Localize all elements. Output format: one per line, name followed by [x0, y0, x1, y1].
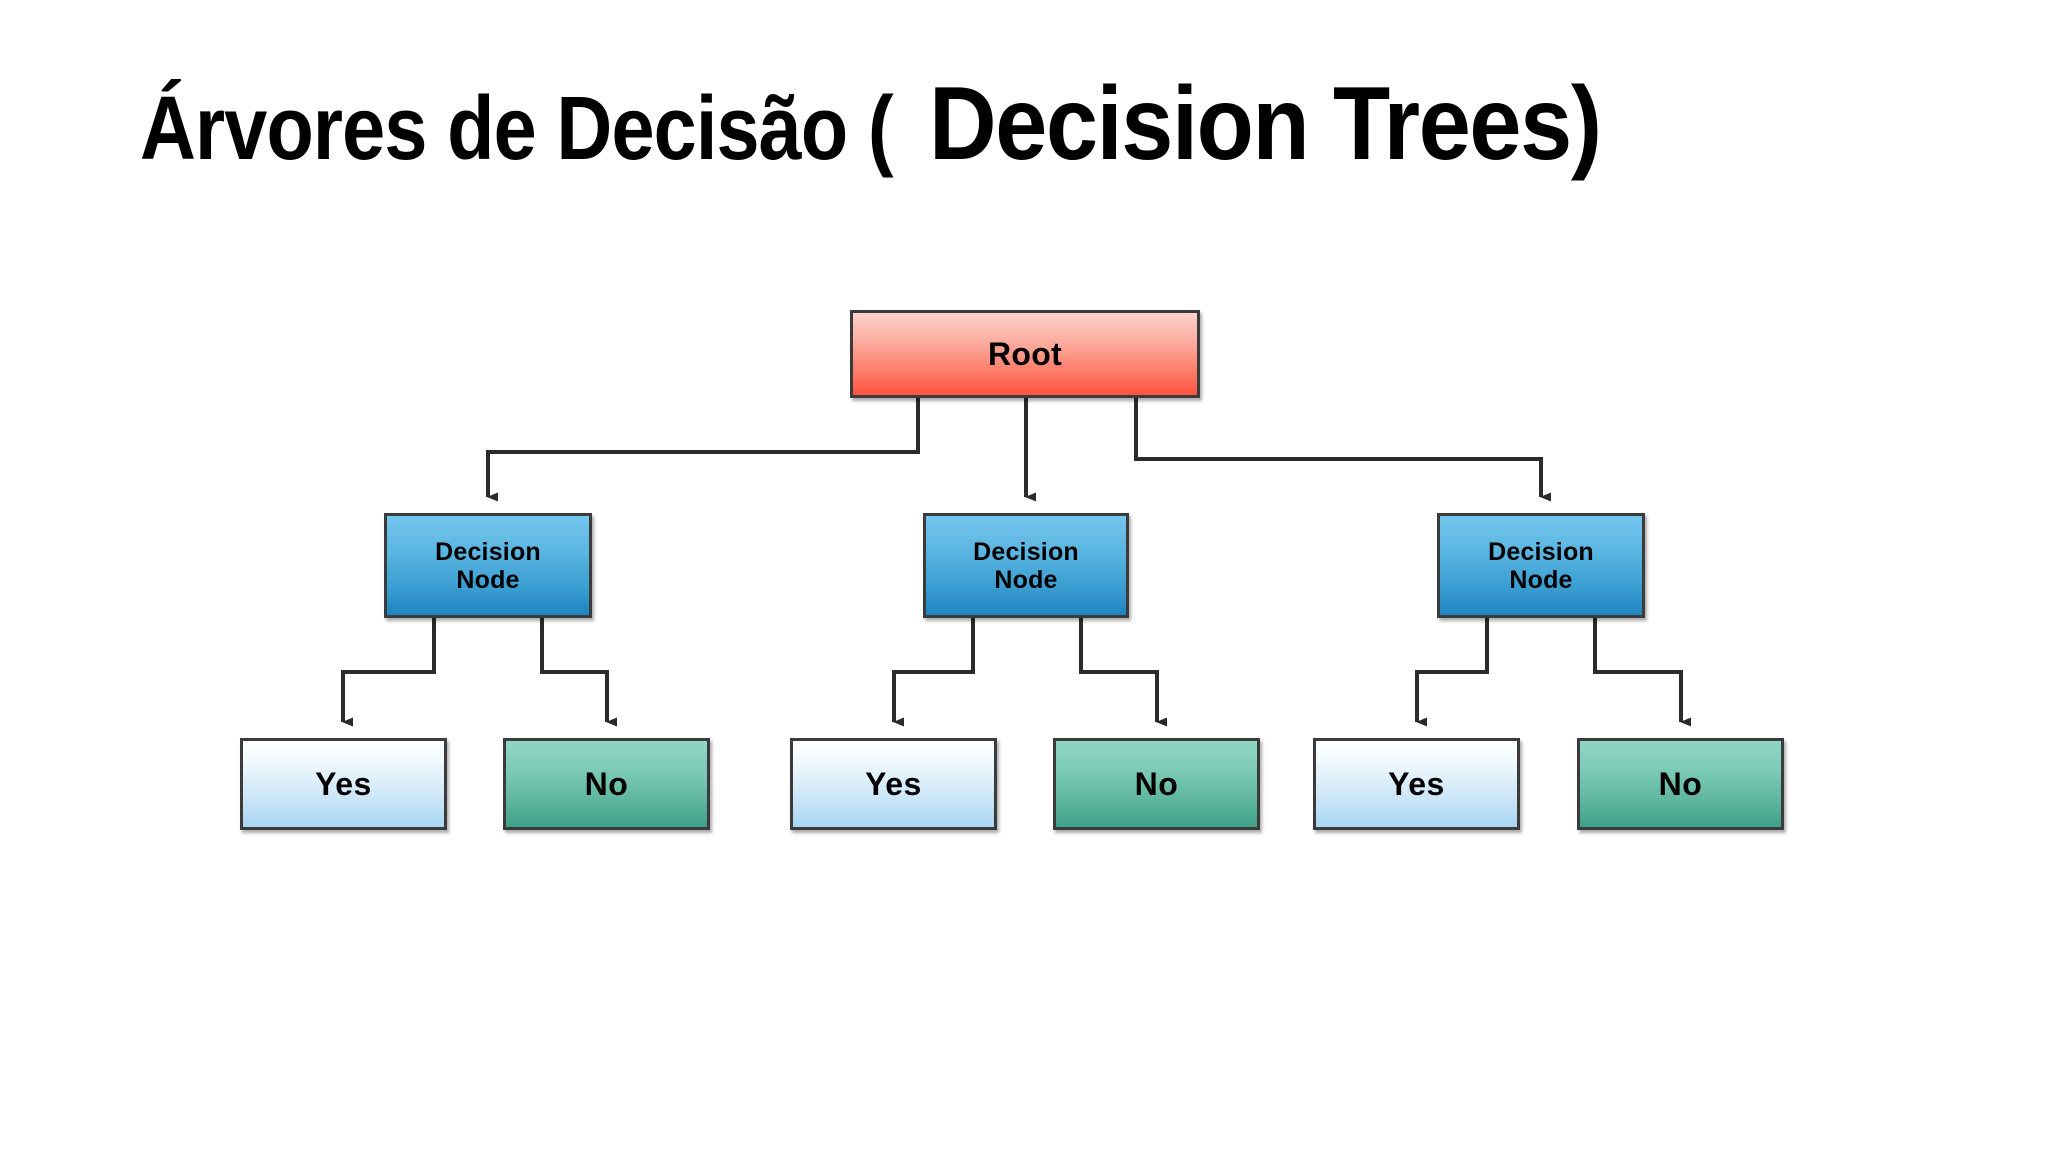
- node-decision-1-label-line2: Node: [456, 565, 520, 594]
- node-leaf-yes-2-label: Yes: [865, 765, 922, 802]
- edge-decision-2-to-yes: [892, 618, 975, 727]
- node-root-label: Root: [987, 335, 1063, 372]
- node-decision-3-label-line2: Node: [1509, 565, 1573, 594]
- node-leaf-no-2[interactable]: No: [1053, 738, 1260, 830]
- node-decision-3-label-line1: Decision: [1488, 537, 1594, 566]
- edge-root-to-decision-1: [486, 398, 920, 502]
- node-leaf-no-3-label: No: [1658, 765, 1703, 802]
- node-decision-1-label-line1: Decision: [435, 537, 541, 566]
- node-leaf-yes-3-label: Yes: [1388, 765, 1445, 802]
- node-decision-2-label-line1: Decision: [973, 537, 1079, 566]
- edge-decision-3-to-yes: [1415, 618, 1489, 727]
- edge-decision-1-to-no: [540, 618, 617, 727]
- node-leaf-yes-3[interactable]: Yes: [1313, 738, 1520, 830]
- page-title-portuguese: Árvores de Decisão (: [140, 79, 894, 179]
- node-leaf-yes-2[interactable]: Yes: [790, 738, 997, 830]
- node-leaf-no-1[interactable]: No: [503, 738, 710, 830]
- node-leaf-no-2-label: No: [1134, 765, 1179, 802]
- edge-decision-2-to-no: [1079, 618, 1167, 727]
- node-leaf-yes-1[interactable]: Yes: [240, 738, 447, 830]
- node-decision-2-label-line2: Node: [994, 565, 1058, 594]
- edge-root-to-decision-3: [1134, 398, 1551, 502]
- edge-decision-1-to-yes: [341, 618, 436, 727]
- node-leaf-yes-1-label: Yes: [315, 765, 372, 802]
- page-title: Árvores de Decisão (Decision Trees): [140, 72, 1676, 176]
- node-leaf-no-1-label: No: [584, 765, 629, 802]
- edge-decision-3-to-no: [1593, 618, 1691, 727]
- page-title-english: Decision Trees): [929, 66, 1602, 182]
- node-leaf-no-3[interactable]: No: [1577, 738, 1784, 830]
- node-root[interactable]: Root: [850, 310, 1200, 398]
